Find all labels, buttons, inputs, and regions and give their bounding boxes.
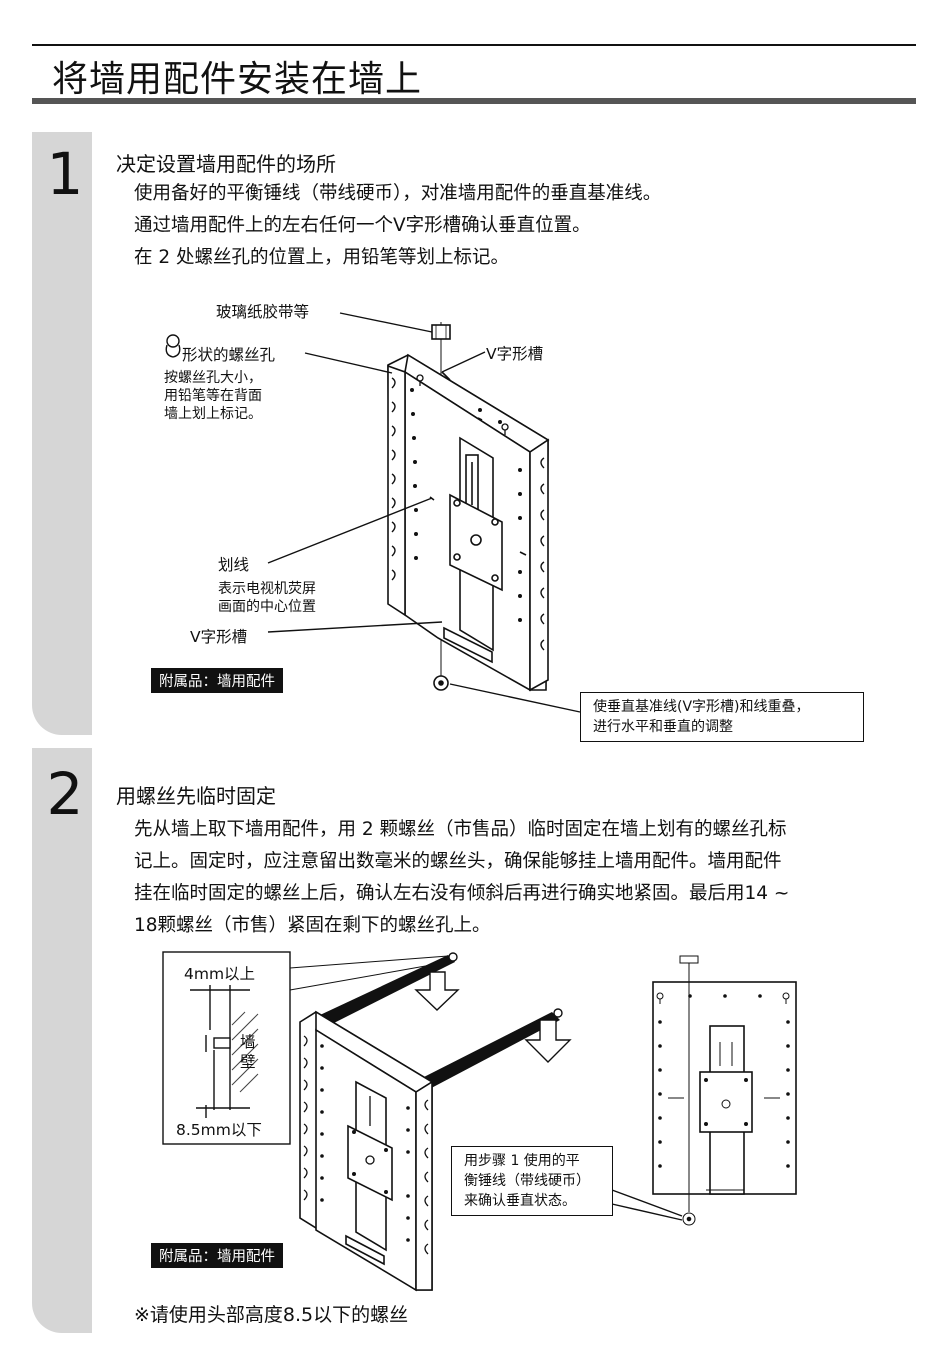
title-top-rule bbox=[32, 44, 916, 46]
step2-line: 记上。固定时，应注意留出数毫米的螺丝头，确保能够挂上墙用配件。墙用配件 bbox=[134, 851, 782, 872]
step1-band bbox=[32, 132, 92, 735]
title-bottom-rule bbox=[32, 98, 916, 104]
keyhole-icon bbox=[165, 334, 181, 358]
wall-label: 墙 bbox=[240, 1033, 256, 1051]
step1-instructions: 使用备好的平衡锤线（带线硬币），对准墙用配件的垂直基准线。 通过墙用配件上的左右… bbox=[134, 178, 661, 274]
screw-note: ※请使用头部高度8.5以下的螺丝 bbox=[134, 1304, 409, 1326]
step1-line: 通过墙用配件上的左右任何一个V字形槽确认垂直位置。 bbox=[134, 215, 591, 236]
scribe-line-note-line: 画面的中心位置 bbox=[218, 599, 316, 615]
step1-heading: 决定设置墙用配件的场所 bbox=[116, 152, 336, 176]
step2-line: 先从墙上取下墙用配件，用 2 颗螺丝（市售品）临时固定在墙上划有的螺丝孔标 bbox=[134, 819, 787, 840]
step1-number: 1 bbox=[46, 140, 84, 208]
step2-callout-line: 来确认垂直状态。 bbox=[464, 1193, 576, 1209]
step1-callout-line: 进行水平和垂直的调整 bbox=[593, 719, 733, 735]
wall-label-2: 壁 bbox=[240, 1053, 256, 1071]
step1-callout-line: 使垂直基准线(V字形槽)和线重叠， bbox=[593, 699, 810, 715]
keyhole-label: 形状的螺丝孔 bbox=[182, 346, 276, 364]
step2-line: 18颗螺丝（市售）紧固在剩下的螺丝孔上。 bbox=[134, 915, 491, 936]
step2-accessory-tag: 附属品：墙用配件 bbox=[151, 1243, 283, 1268]
scribe-line-note-line: 表示电视机荧屏 bbox=[218, 581, 316, 597]
step2-number: 2 bbox=[46, 760, 84, 828]
step2-line: 挂在临时固定的螺丝上后，确认左右没有倾斜后再进行确实地紧固。最后用14 ~ bbox=[134, 883, 790, 904]
step1-accessory-tag: 附属品：墙用配件 bbox=[151, 668, 283, 693]
step2-callout-line: 衡锤线（带线硬币） bbox=[464, 1173, 590, 1189]
step1-line: 使用备好的平衡锤线（带线硬币），对准墙用配件的垂直基准线。 bbox=[134, 183, 662, 204]
keyhole-note: 按螺丝孔大小， 用铅笔等在背面 墙上划上标记。 bbox=[164, 369, 262, 423]
tape-label: 玻璃纸胶带等 bbox=[216, 303, 310, 321]
keyhole-note-line: 按螺丝孔大小， bbox=[164, 370, 262, 386]
keyhole-note-line: 墙上划上标记。 bbox=[164, 406, 262, 422]
step2-callout: 用步骤 1 使用的平 衡锤线（带线硬币） 来确认垂直状态。 bbox=[451, 1146, 613, 1216]
step1-line: 在 2 处螺丝孔的位置上，用铅笔等划上标记。 bbox=[134, 247, 510, 268]
screw-gap-dimension: 4mm以上 bbox=[184, 965, 256, 983]
vgroove-bottom-label: V字形槽 bbox=[190, 628, 248, 646]
vgroove-top-label: V字形槽 bbox=[486, 345, 544, 363]
scribe-line-label: 划线 bbox=[218, 556, 250, 574]
step2-band bbox=[32, 748, 92, 1333]
step1-callout: 使垂直基准线(V字形槽)和线重叠， 进行水平和垂直的调整 bbox=[580, 692, 864, 742]
step2-instructions: 先从墙上取下墙用配件，用 2 颗螺丝（市售品）临时固定在墙上划有的螺丝孔标 记上… bbox=[134, 814, 914, 942]
page-title: 将墙用配件安装在墙上 bbox=[52, 59, 423, 100]
step2-heading: 用螺丝先临时固定 bbox=[116, 784, 276, 808]
keyhole-note-line: 用铅笔等在背面 bbox=[164, 388, 262, 404]
step2-callout-line: 用步骤 1 使用的平 bbox=[464, 1153, 580, 1169]
screw-head-dimension: 8.5mm以下 bbox=[176, 1121, 262, 1139]
scribe-line-note: 表示电视机荧屏 画面的中心位置 bbox=[218, 580, 316, 616]
